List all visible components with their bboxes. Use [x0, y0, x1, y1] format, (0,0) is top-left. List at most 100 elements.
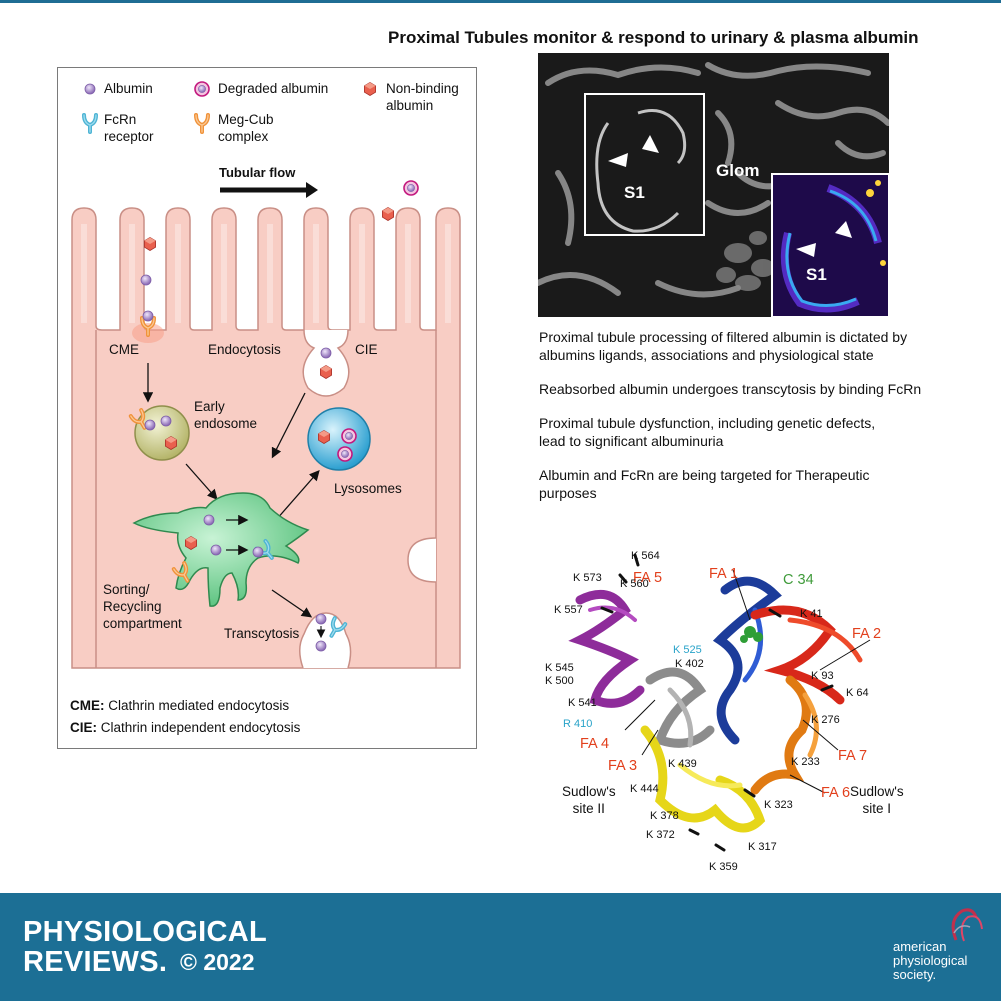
- micrograph-image: [538, 53, 889, 317]
- s1-inset-label: S1: [806, 265, 827, 284]
- residue-k541: K 541: [568, 697, 597, 709]
- glom-label: Glom: [716, 161, 760, 180]
- residue-k359: K 359: [709, 861, 738, 873]
- sorting-albumin-2: [210, 544, 222, 556]
- sorting-albumin-fcrn: [252, 546, 264, 558]
- abbrev-cme-definition: Clathrin mediated endocytosis: [104, 698, 290, 713]
- transcytosis-vesicle: [299, 612, 352, 669]
- residue-k560: K 560: [620, 578, 649, 590]
- lumen-albumin-1: [140, 274, 152, 286]
- abbrev-cie: CIE: Clathrin independent endocytosis: [70, 719, 300, 736]
- legend-meg-cub-complex-label: Meg-Cub complex: [218, 112, 274, 144]
- copyright-text: © 2022: [180, 949, 255, 975]
- footer-bar: [0, 893, 1001, 1001]
- sorting-recycling-label: Sorting/ Recycling compartment: [103, 582, 182, 631]
- residue-k500: K 500: [545, 675, 574, 687]
- residue-k323: K 323: [764, 799, 793, 811]
- albumin-structure-figure: FA 5 FA 1 C 34 FA 2 FA 4 FA 3 FA 7 FA 6 …: [540, 540, 920, 880]
- residue-k378: K 378: [650, 810, 679, 822]
- key-point-1: Proximal tubule processing of filtered a…: [539, 329, 908, 363]
- residue-k64: K 64: [846, 687, 869, 699]
- sudlow-site-i-label: Sudlow's site I: [850, 784, 904, 816]
- residue-r410: R 410: [563, 718, 593, 730]
- early-to-sorting-arrow: [185, 463, 218, 500]
- lysosome-non-binding: [317, 430, 331, 444]
- legend-non-binding-albumin-label: Non-binding albumin: [386, 81, 459, 113]
- sorting-to-lysosome-arrow: [275, 470, 320, 521]
- lumen-non-binding-albumin-1: [143, 237, 157, 251]
- cme-label: CME: [109, 342, 139, 357]
- residue-k573: K 573: [573, 572, 602, 584]
- legend-degraded-albumin-icon: [194, 81, 210, 97]
- residue-k557: K 557: [554, 604, 583, 616]
- key-point-4: Albumin and FcRn are being targeted for …: [539, 467, 870, 501]
- cme-albumin: [142, 310, 154, 322]
- sudlow-site-ii-label: Sudlow's site II: [562, 784, 616, 816]
- c34-label: C 34: [783, 572, 814, 588]
- residue-k41: K 41: [800, 608, 823, 620]
- fa3-label: FA 3: [608, 758, 638, 774]
- sorting-to-transcytosis-arrow: [271, 589, 313, 618]
- lysosome: [307, 407, 371, 471]
- key-points: Proximal tubule processing of filtered a…: [539, 328, 959, 518]
- residue-k439: K 439: [668, 758, 697, 770]
- lumen-non-binding-albumin-2: [381, 207, 395, 221]
- cie-invagination: [302, 329, 350, 397]
- residue-k93: K 93: [811, 670, 834, 682]
- residue-k233: K 233: [791, 756, 820, 768]
- early-endosome-label: Early endosome: [194, 399, 258, 431]
- residue-k372: K 372: [646, 829, 675, 841]
- residue-k276: K 276: [811, 714, 840, 726]
- residue-k545: K 545: [545, 662, 574, 674]
- abbrev-cme: CME: Clathrin mediated endocytosis: [70, 697, 289, 714]
- legend-albumin-label: Albumin: [104, 81, 153, 96]
- lysosomes-label: Lysosomes: [334, 481, 402, 496]
- fa5-label: FA 5: [633, 570, 663, 586]
- s1-label: S1: [624, 183, 645, 202]
- cie-albumin: [320, 347, 332, 359]
- cie-non-binding-albumin: [319, 365, 333, 379]
- fa6-label: FA 6: [821, 785, 851, 801]
- residue-k564: K 564: [631, 550, 660, 562]
- legend-degraded-albumin-label: Degraded albumin: [218, 81, 329, 96]
- albumin-ribbon-structure: [568, 553, 871, 852]
- cie-arrow: [271, 392, 306, 459]
- key-point-2: Reabsorbed albumin undergoes transcytosi…: [539, 381, 922, 397]
- abbrev-cie-term: CIE:: [70, 720, 97, 735]
- s1-roi-box: [584, 93, 705, 236]
- journal-logo-text: PHYSIOLOGICAL REVIEWS.: [23, 916, 267, 978]
- cie-label: CIE: [355, 342, 378, 357]
- tubular-flow-label: Tubular flow: [219, 165, 296, 180]
- early-endosome-albumin-2: [160, 415, 172, 427]
- fa2-label: FA 2: [852, 626, 882, 642]
- abbrev-cme-term: CME:: [70, 698, 105, 713]
- top-rule: [0, 0, 1001, 3]
- residue-k525: K 525: [673, 644, 702, 656]
- lumen-degraded-albumin: [403, 180, 419, 196]
- albumin-trafficking-diagram: [71, 81, 461, 669]
- tubular-flow-arrowhead: [306, 182, 318, 198]
- transcytosis-albumin-2: [315, 640, 327, 652]
- kidney-micrograph: Glom S1 S1: [538, 53, 889, 317]
- fa1-label: FA 1: [709, 566, 739, 582]
- diagram-panel: Albumin Degraded albumin Non-binding alb…: [57, 67, 477, 749]
- legend-meg-cub-complex-icon: [194, 113, 210, 134]
- key-point-3: Proximal tubule dysfunction, including g…: [539, 415, 876, 449]
- society-logo-icon: [951, 908, 983, 942]
- basolateral-invagination: [407, 537, 437, 583]
- legend-fcrn-receptor-icon: [82, 113, 98, 134]
- microvilli-highlights: [81, 224, 451, 323]
- residue-k317: K 317: [748, 841, 777, 853]
- lysosome-degraded-2: [337, 446, 353, 462]
- residue-k402: K 402: [675, 658, 704, 670]
- early-endosome-non-binding: [164, 436, 178, 450]
- fa7-label: FA 7: [838, 748, 868, 764]
- endocytosis-label: Endocytosis: [208, 342, 281, 357]
- transcytosis-albumin-1: [315, 613, 327, 625]
- legend-albumin-icon: [84, 83, 96, 95]
- sorting-non-binding: [184, 536, 198, 550]
- page-title: Proximal Tubules monitor & respond to ur…: [388, 28, 919, 47]
- lysosome-degraded-1: [341, 428, 357, 444]
- fa4-label: FA 4: [580, 736, 610, 752]
- abbrev-cie-definition: Clathrin independent endocytosis: [97, 720, 301, 735]
